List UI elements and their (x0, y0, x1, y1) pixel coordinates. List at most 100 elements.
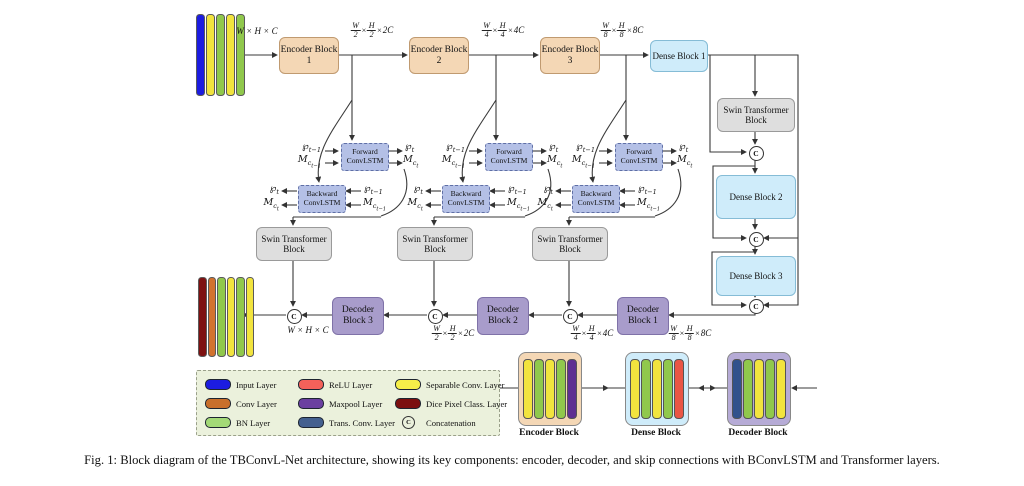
swin-transformer-block-skip-1: Swin Transformer Block (256, 227, 332, 261)
connector-lines (236, 51, 817, 392)
legend-item-concatenation: C Concatenation (395, 414, 493, 431)
layer-color-swatch (395, 379, 421, 390)
layer-color-swatch (298, 398, 324, 409)
legend-label: Trans. Conv. Layer (329, 417, 395, 428)
encoder-block-sample-label: Encoder Block (519, 428, 579, 438)
layer-color-swatch (205, 417, 231, 428)
backward-convlstm-1: Backward ConvLSTM (298, 185, 346, 213)
output-feature-stack (198, 277, 254, 357)
decoder-block-sample-label: Decoder Block (728, 428, 788, 438)
concatenation-node-1: C (748, 145, 764, 161)
legend-item-conv-layer: Conv Layer (205, 395, 298, 412)
backward-convlstm-2: Backward ConvLSTM (442, 185, 490, 213)
layer-bar (630, 359, 640, 419)
layer-color-swatch (395, 398, 421, 409)
concatenation-icon: C (402, 416, 415, 429)
layer-bar (567, 359, 577, 419)
dense-block-sample-label: Dense Block (631, 428, 681, 438)
concatenation-node-4: C (562, 308, 578, 324)
bwd-out-hidden-label: ℘t (543, 183, 553, 196)
layer-bar (732, 359, 742, 419)
figure-caption: Fig. 1: Block diagram of the TBConvL-Net… (84, 453, 940, 467)
input-feature-stack (196, 14, 245, 96)
decoder-block-3: Decoder Block 3 (332, 297, 384, 335)
legend-item-trans-conv-layer: Trans. Conv. Layer (298, 414, 395, 431)
encoder-block-3: Encoder Block 3 (540, 37, 600, 74)
layer-bar (556, 359, 566, 419)
fwd-in-memory-label: Mct−1 (297, 154, 321, 170)
fwd-out-memory-label: Mct (403, 154, 419, 170)
concatenation-node-2: C (748, 231, 764, 247)
swin-transformer-block-skip-2: Swin Transformer Block (397, 227, 473, 261)
concatenation-node-6: C (286, 308, 302, 324)
dense-block-1: Dense Block 1 (650, 40, 708, 72)
fwd-in-memory-label: Mct−1 (441, 154, 465, 170)
bwd-in-hidden-label: ℘t−1 (508, 183, 527, 196)
dense-block-2: Dense Block 2 (716, 175, 796, 219)
legend-item-input-layer: Input Layer (205, 376, 298, 393)
backward-convlstm-3: Backward ConvLSTM (572, 185, 620, 213)
legend-label: Concatenation (426, 417, 476, 428)
layer-bar (217, 277, 226, 357)
dim-label-input: W × H × C (236, 26, 278, 36)
legend-label: BN Layer (236, 417, 271, 428)
legend-label: Maxpool Layer (329, 398, 383, 409)
layer-bar (652, 359, 662, 419)
layer-bar (245, 277, 254, 357)
layer-bar (674, 359, 684, 419)
layer-bar (523, 359, 533, 419)
bwd-in-memory-label: Mct−1 (507, 197, 531, 213)
dim-label-output: W × H × C (287, 325, 329, 335)
bwd-out-hidden-label: ℘t (413, 183, 423, 196)
layer-bar (754, 359, 764, 419)
bwd-out-memory-label: Mct (537, 197, 553, 213)
decoder-block-sample (727, 352, 791, 426)
decoder-block-1: Decoder Block 1 (617, 297, 669, 335)
legend-label: Conv Layer (236, 398, 277, 409)
layer-bar (663, 359, 673, 419)
layer-bar (641, 359, 651, 419)
legend-item-maxpool-layer: Maxpool Layer (298, 395, 395, 412)
layer-bar (206, 14, 215, 96)
fwd-in-hidden-label: ℘t−1 (446, 141, 465, 154)
layer-color-swatch (205, 379, 231, 390)
legend-item-separable-conv-layer: Separable Conv. Layer (395, 376, 504, 393)
legend-label: Separable Conv. Layer (426, 379, 505, 390)
layer-bar (207, 277, 216, 357)
bwd-out-memory-label: Mct (407, 197, 423, 213)
encoder-block-2: Encoder Block 2 (409, 37, 469, 74)
layer-color-swatch (205, 398, 231, 409)
fwd-in-hidden-label: ℘t−1 (576, 141, 595, 154)
fwd-out-hidden-label: ℘t (405, 141, 415, 154)
fwd-out-hidden-label: ℘t (679, 141, 689, 154)
layer-bar (776, 359, 786, 419)
legend-label: ReLU Layer (329, 379, 373, 390)
bwd-out-hidden-label: ℘t (269, 183, 279, 196)
dense-block-3: Dense Block 3 (716, 256, 796, 296)
layer-bar (534, 359, 544, 419)
bwd-in-memory-label: Mct−1 (363, 197, 387, 213)
concatenation-node-3: C (748, 298, 764, 314)
layer-bar (216, 14, 225, 96)
layer-color-swatch (298, 417, 324, 428)
layer-bar (765, 359, 775, 419)
fwd-in-memory-label: Mct−1 (571, 154, 595, 170)
forward-convlstm-1: Forward ConvLSTM (341, 143, 389, 171)
swin-transformer-block-skip-3: Swin Transformer Block (532, 227, 608, 261)
legend-label: Input Layer (236, 379, 277, 390)
fwd-in-hidden-label: ℘t−1 (302, 141, 321, 154)
swin-transformer-block-bottleneck: Swin Transformer Block (717, 98, 795, 132)
fwd-out-memory-label: Mct (677, 154, 693, 170)
legend-label: Dice Pixel Class. Layer (426, 398, 508, 409)
legend-item-bn-layer: BN Layer (205, 414, 298, 431)
layer-bar (196, 14, 205, 96)
